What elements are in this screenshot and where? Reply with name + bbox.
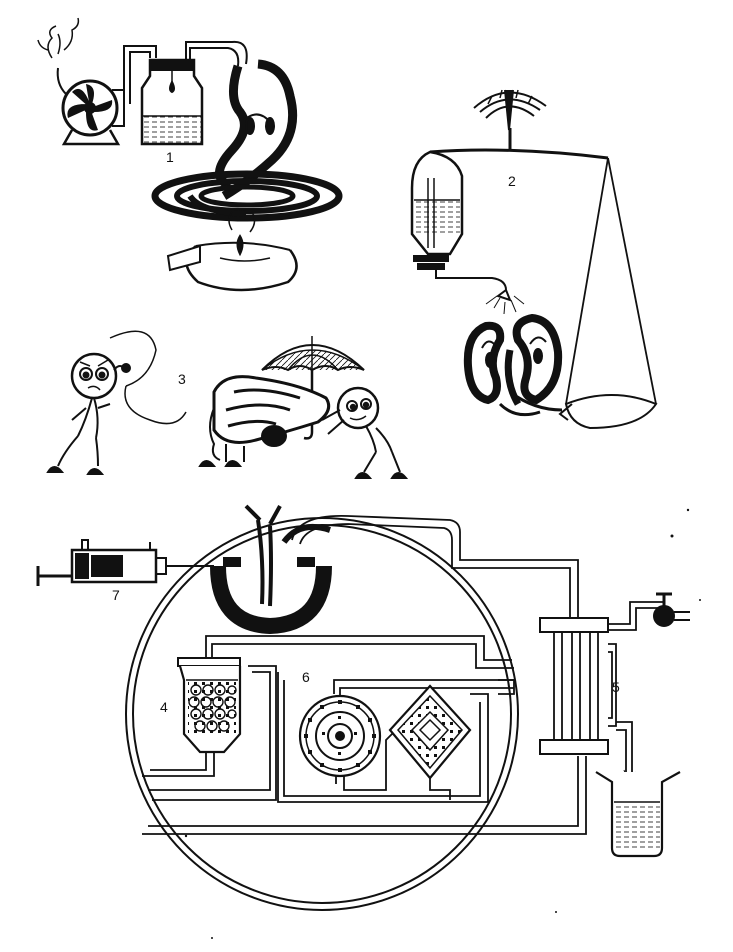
panel-label-5: 5 [612, 679, 620, 695]
syringe-icon [36, 539, 214, 586]
steam-puff-icon [37, 17, 80, 59]
panel-label-2: 2 [508, 173, 516, 189]
apparatus-circuit: 7 5 [36, 504, 690, 911]
cup-reactor-icon [210, 504, 332, 635]
fan-pump-icon [56, 67, 125, 146]
condenser-icon [539, 592, 690, 785]
separatory-funnel-icon [410, 150, 525, 315]
reagent-bottle-icon [140, 58, 204, 146]
panel-label-6: 6 [302, 669, 310, 685]
filter-column-icon [142, 657, 242, 777]
panel-1-distillation: 1 [37, 17, 343, 292]
paper-specks [184, 508, 701, 939]
panel-label-7: 7 [112, 587, 120, 603]
oil-burner-icon [166, 211, 298, 292]
happy-character-icon [321, 386, 409, 479]
panel-3-characters: 3 [46, 330, 409, 479]
bean-pod-creature-icon [198, 375, 331, 467]
circuit-maze-icon [277, 672, 514, 803]
beaker-icon [595, 771, 681, 858]
coil-creature-icon [151, 59, 343, 222]
umbrella-icon [261, 336, 365, 440]
worried-character-icon [46, 330, 187, 475]
panel-label-4: 4 [160, 699, 168, 715]
panel-label-3: 3 [178, 371, 186, 387]
gauge-arc-icon [473, 89, 547, 131]
panel-label-1: 1 [166, 149, 174, 165]
sprouting-bean-icon [463, 313, 563, 417]
panel-2-balance: 2 [410, 89, 658, 430]
